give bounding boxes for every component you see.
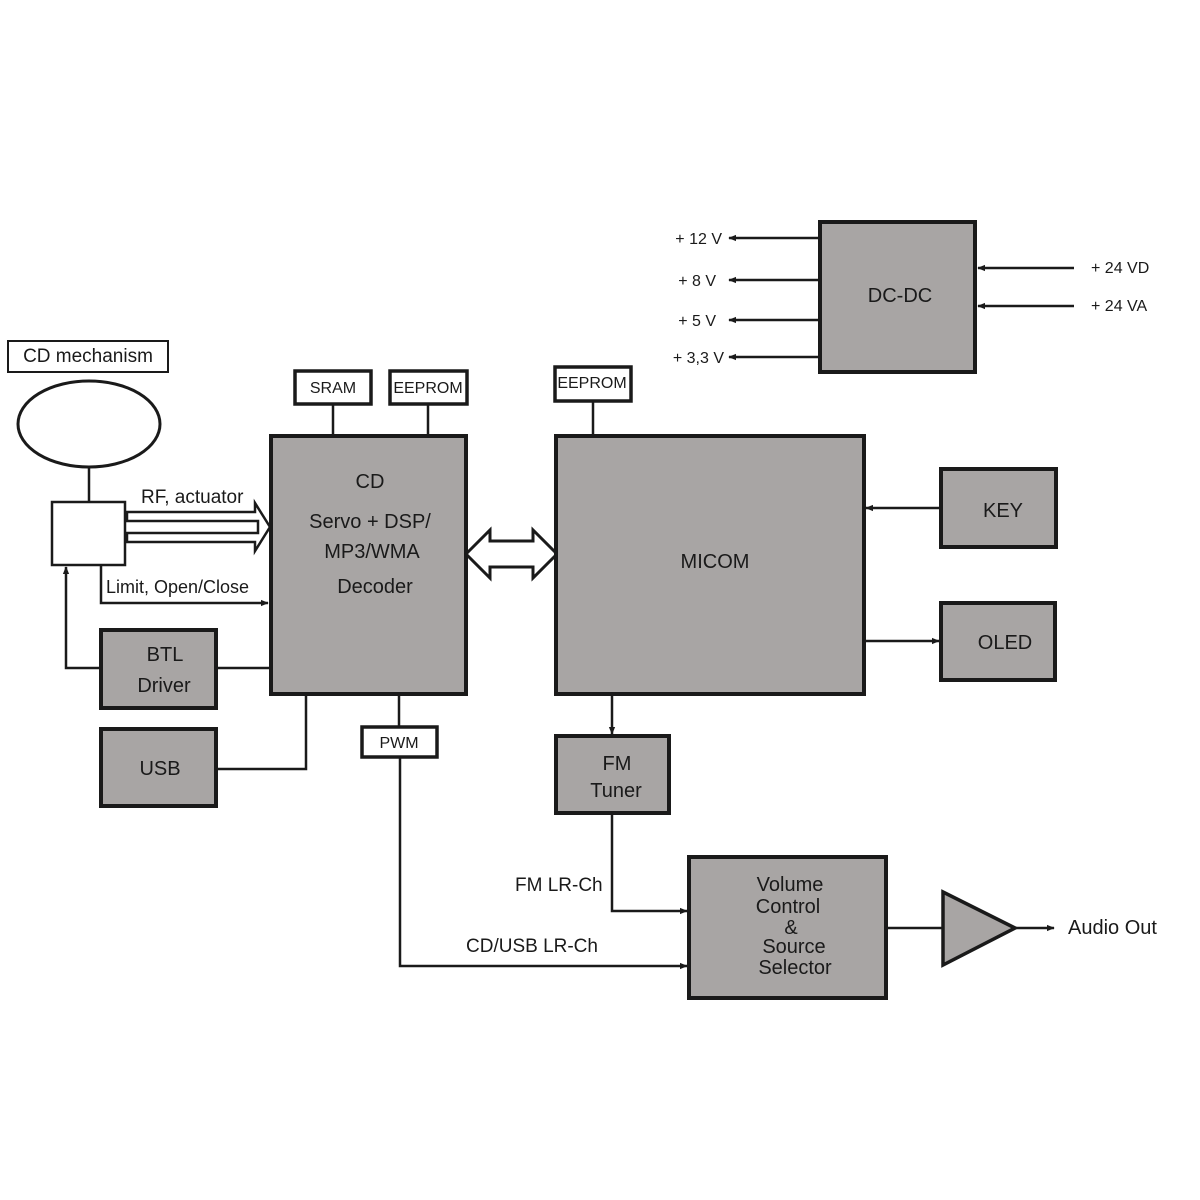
volume-line-1: Volume xyxy=(757,874,824,896)
cd-disc xyxy=(16,379,162,469)
limit-open-close-label: Limit, Open/Close xyxy=(106,577,249,597)
key-box xyxy=(939,467,1058,549)
cd-mechanism-label-box xyxy=(7,340,169,373)
limit-open-close-line xyxy=(99,565,269,607)
fm-lr-label: FM LR-Ch xyxy=(515,875,603,896)
cd-mechanism-label: CD mechanism xyxy=(23,346,153,367)
audio-out-label: Audio Out xyxy=(1068,917,1157,939)
cd-decoder-line-2: Servo + DSP/ xyxy=(309,511,431,533)
micom-box xyxy=(554,434,866,696)
oled-label: OLED xyxy=(978,632,1032,654)
cd-decoder-line-3: MP3/WMA xyxy=(324,541,420,563)
dcdc-label: DC-DC xyxy=(868,285,932,307)
volume-line-4: Source xyxy=(762,936,825,958)
rf-actuator-arrow xyxy=(125,498,272,556)
cd-decoder-block: CD Servo + DSP/ MP3/WMA Decoder xyxy=(269,434,468,696)
usb-box xyxy=(99,727,218,808)
optical-pickup xyxy=(50,500,127,567)
cd-usb-lr-line xyxy=(398,757,688,970)
cd-decoder-line-4: Decoder xyxy=(337,576,413,598)
out-5v-label: + 5 V xyxy=(678,313,716,330)
btl-driver-line-1: BTL xyxy=(147,644,184,666)
cd-usb-lr-label: CD/USB LR-Ch xyxy=(466,936,598,957)
dcdc-box xyxy=(818,220,977,374)
usb-to-decoder-line xyxy=(216,694,308,771)
key-label: KEY xyxy=(983,500,1023,522)
in-24va-label: + 24 VA xyxy=(1091,298,1148,315)
sram-label: SRAM xyxy=(310,380,356,397)
volume-line-3: & xyxy=(784,917,798,939)
out-8v-label: + 8 V xyxy=(678,273,716,290)
rf-actuator-label: RF, actuator xyxy=(141,487,244,508)
out-33v-label: + 3,3 V xyxy=(673,350,724,367)
pwm-label: PWM xyxy=(379,735,418,752)
eeprom-cd-label: EEPROM xyxy=(393,380,462,397)
fm-tuner-box xyxy=(554,734,671,815)
eeprom-micom-box xyxy=(553,365,633,403)
out-12v-label: + 12 V xyxy=(675,231,722,248)
in-24vd-label: + 24 VD xyxy=(1091,260,1149,277)
volume-line-5: Selector xyxy=(758,957,832,979)
oled-box xyxy=(939,601,1057,682)
cd-decoder-box xyxy=(269,434,468,696)
btl-driver-line-2: Driver xyxy=(137,675,191,697)
btl-driver-box xyxy=(99,628,218,710)
cd-decoder-line-1: CD xyxy=(356,471,385,493)
eeprom-micom-label: EEPROM xyxy=(557,375,626,392)
cd-mechanism: CD mechanism xyxy=(7,340,169,567)
amplifier-triangle-icon xyxy=(941,889,1019,968)
decoder-micom-bus xyxy=(463,526,560,582)
sram-box xyxy=(293,369,373,406)
micom-label: MICOM xyxy=(681,551,750,573)
btl-to-pickup-line xyxy=(62,566,101,670)
fm-lr-line xyxy=(610,813,688,915)
usb-label: USB xyxy=(139,758,180,780)
volume-line-2: Control xyxy=(756,896,820,918)
fm-tuner-line-2: Tuner xyxy=(590,780,642,802)
fm-tuner-line-1: FM xyxy=(603,753,632,775)
